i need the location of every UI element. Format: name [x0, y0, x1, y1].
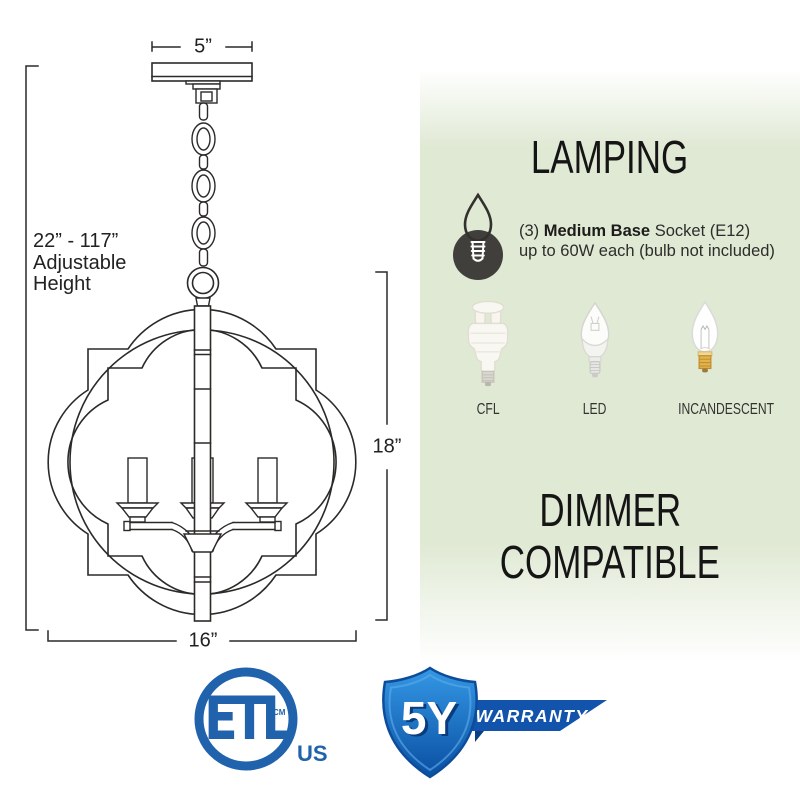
bulb-option-led: LED: [556, 300, 634, 419]
cfl-bulb-image: [467, 300, 509, 387]
etl-letters: ETL: [204, 683, 292, 753]
etl-region: US: [297, 741, 328, 766]
warranty-label: WARRANTY: [475, 706, 588, 726]
canopy-stem: [192, 83, 221, 121]
center-column: [193, 305, 212, 622]
dimmer-line2: COMPATIBLE: [499, 536, 721, 588]
warranty-badge: WARRANTY 5Y 5Y: [382, 666, 607, 779]
bulb-label-led: LED: [583, 401, 607, 418]
warranty-shield: 5Y 5Y: [382, 666, 484, 779]
led-bulb-image: [580, 301, 610, 378]
socket-bulb-icon: [453, 192, 503, 280]
warranty-ribbon: WARRANTY: [462, 700, 607, 731]
dimension-line-body-height: [375, 271, 388, 621]
canopy-width-label: 5”: [194, 35, 212, 58]
dimension-line-canopy-width: [151, 41, 253, 52]
hanging-chain: [191, 122, 216, 267]
left-candle-arm: [115, 457, 199, 552]
body-height-label: 18”: [372, 435, 402, 458]
warranty-years-shadow: 5Y: [404, 694, 460, 746]
dimmer-compatible-title: DIMMER COMPATIBLE: [420, 484, 800, 588]
lamping-title: LAMPING: [531, 131, 689, 183]
bulb-option-incandescent: INCANDESCENT: [663, 300, 775, 419]
warranty-years: 5Y: [401, 692, 457, 744]
socket-description: (3) Medium Base Socket (E12) up to 60W e…: [519, 221, 789, 261]
dimension-line-adjustable-height: [25, 65, 39, 631]
adjustable-height-label: 22” - 117” Adjustable Height: [33, 230, 127, 296]
dimmer-line1: DIMMER: [539, 484, 681, 536]
body-width-label: 16”: [188, 629, 218, 652]
adjustable-height-word2: Height: [33, 273, 91, 295]
bulb-label-incandescent: INCANDESCENT: [678, 401, 775, 418]
incandescent-bulb-image: [691, 300, 719, 373]
canopy: [151, 62, 253, 85]
finial-ring: [186, 266, 220, 307]
bulb-option-cfl: CFL: [449, 300, 527, 419]
etl-trademark: CM: [273, 708, 286, 717]
adjustable-height-word1: Adjustable: [33, 251, 127, 274]
dimension-line-body-width: [47, 630, 357, 642]
chandelier-dimension-drawing: [25, 41, 388, 642]
socket-line1: (3) Medium Base Socket (E12): [519, 222, 751, 240]
bulb-label-cfl: CFL: [476, 401, 500, 418]
etl-certification-logo: ETL CM US: [194, 667, 328, 771]
adjustable-height-range: 22” - 117”: [33, 230, 119, 252]
quatrefoil-inner-frame: [67, 328, 337, 596]
quatrefoil-outer-frame: [47, 308, 357, 616]
socket-line2: up to 60W each (bulb not included): [519, 242, 775, 260]
arm-hub: [182, 530, 223, 553]
socket-base-type: Medium Base: [543, 222, 651, 240]
